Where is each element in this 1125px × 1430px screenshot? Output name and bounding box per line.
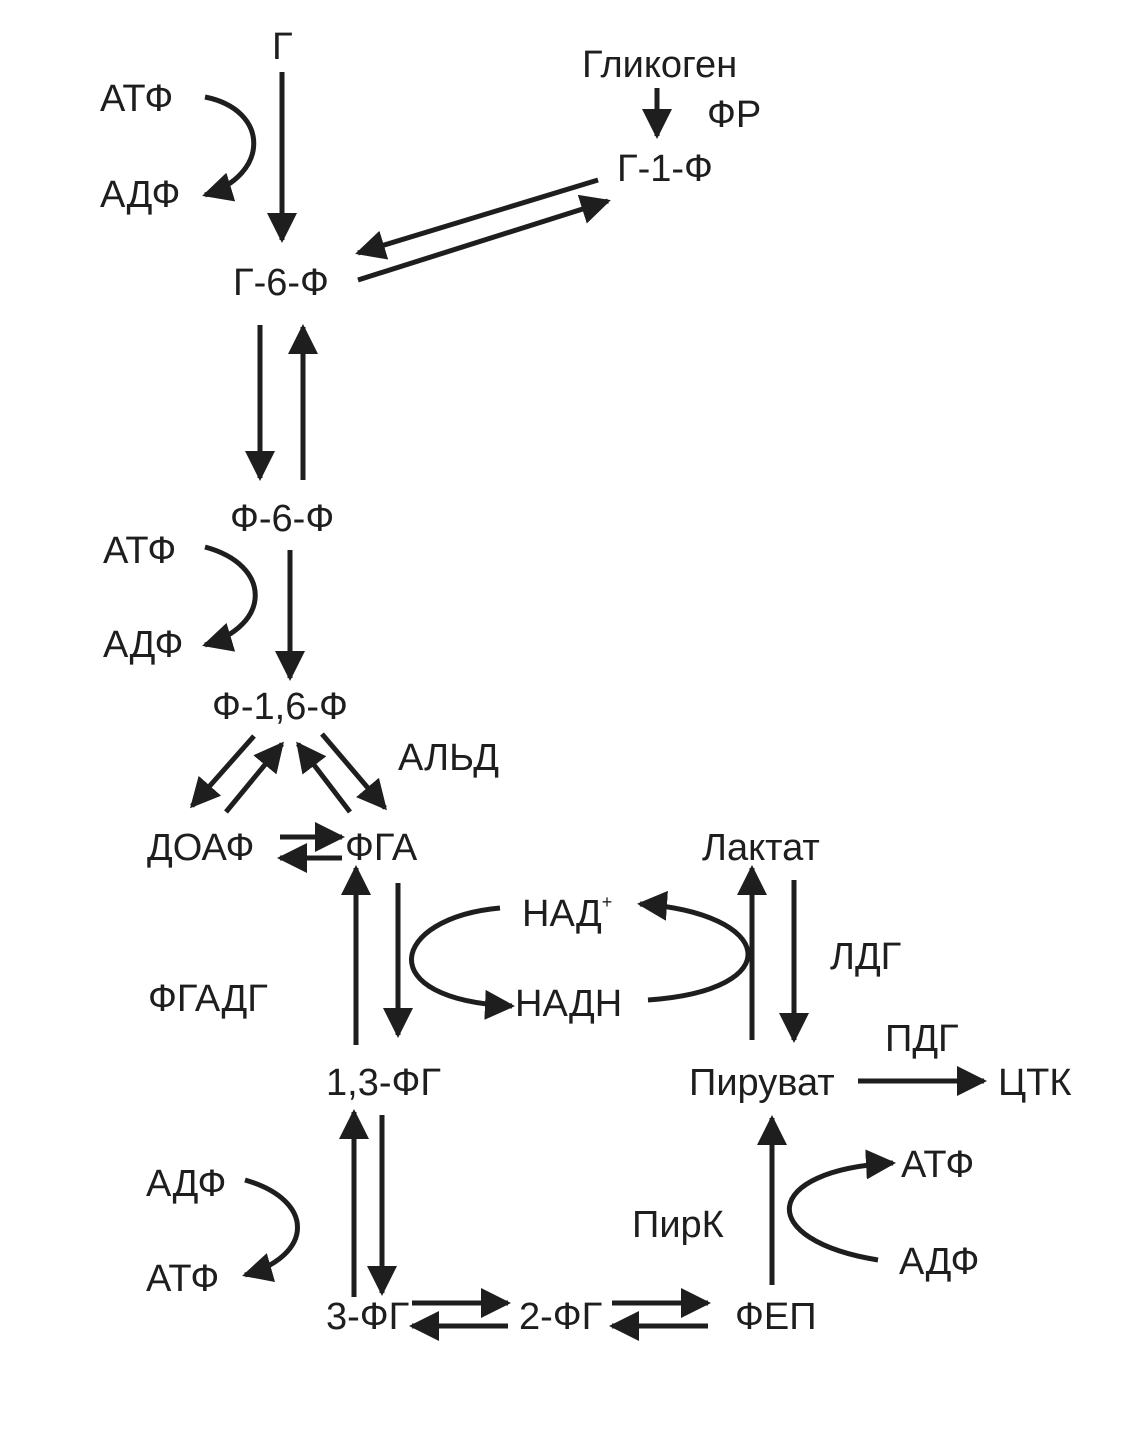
adp-label-3: АДФ xyxy=(146,1163,227,1205)
arrow-atp-to-adp-1 xyxy=(202,94,257,202)
pg2-label: 2-ФГ xyxy=(519,1296,603,1338)
aldolase-label: АЛЬД xyxy=(398,737,499,779)
arrow-f16p-to-dhap xyxy=(190,734,256,809)
arrow-g6p-to-g1p xyxy=(357,194,611,283)
arrow-atp-to-adp-2 xyxy=(202,544,258,652)
arrow-nadh-to-nad xyxy=(637,890,751,1003)
glycogen-label: Гликоген xyxy=(582,44,738,86)
f16bp-label: Ф-1,6-Ф xyxy=(212,686,348,728)
arrow-f16p-to-gap xyxy=(320,732,387,811)
nad-text: НАД xyxy=(522,893,602,935)
adp-label-1: АДФ xyxy=(100,174,181,216)
dhap-label: ДОАФ xyxy=(147,827,255,869)
nad-plus-label: НАД+ xyxy=(522,892,613,935)
adp-label-4: АДФ xyxy=(899,1241,980,1283)
ldh-label: ЛДГ xyxy=(830,936,902,978)
atp-label-1: АТФ xyxy=(100,78,174,120)
nad-superscript: + xyxy=(601,892,613,912)
atp-label-3: АТФ xyxy=(146,1258,220,1300)
f6p-label: Ф-6-Ф xyxy=(230,498,335,540)
arrow-dhap-to-f16p xyxy=(224,741,284,814)
arrow-adp-to-atp-left xyxy=(242,1177,300,1282)
gapdh-label: ФГАДГ xyxy=(148,978,268,1020)
adp-label-2: АДФ xyxy=(103,624,184,666)
glucose-label: Г xyxy=(272,26,293,68)
gap-label: ФГА xyxy=(345,827,418,869)
tca-label: ЦТК xyxy=(998,1062,1072,1104)
atp-label-2: АТФ xyxy=(103,530,177,572)
pg3-label: 3-ФГ xyxy=(326,1296,410,1338)
pdh-label: ПДГ xyxy=(885,1018,959,1060)
arrow-gap-to-f16p xyxy=(296,741,352,814)
pyruvate-label: Пируват xyxy=(689,1062,835,1104)
g1p-label: Г-1-Ф xyxy=(617,148,713,190)
atp-label-4: АТФ xyxy=(901,1144,975,1186)
g6p-label: Г-6-Ф xyxy=(233,262,329,304)
lactate-label: Лактат xyxy=(702,827,820,869)
arrow-g1p-to-g6p xyxy=(355,177,599,260)
nadh-label: НАДН xyxy=(515,983,623,1025)
arrow-adp-to-atp-right xyxy=(786,1149,896,1263)
phosphorylase-label: ФР xyxy=(707,94,762,136)
arrow-nad-to-nadh xyxy=(409,905,515,1020)
bpg13-label: 1,3-ФГ xyxy=(326,1062,441,1104)
pep-label: ФЕП xyxy=(735,1296,817,1338)
pyruvate-kinase-label: ПирК xyxy=(632,1204,724,1246)
